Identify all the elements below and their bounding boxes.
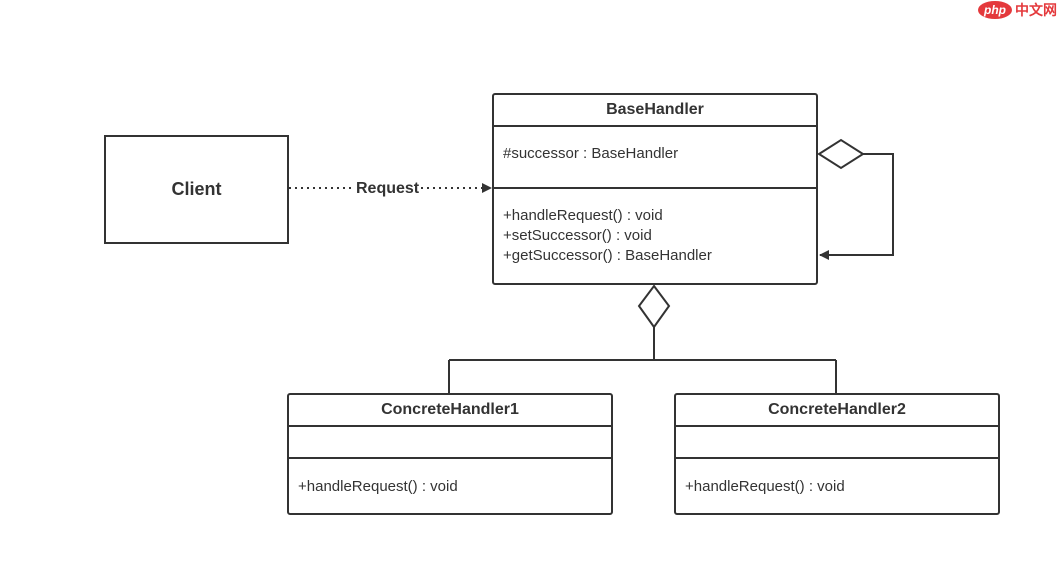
method-item: +handleRequest() : void xyxy=(298,478,458,495)
base-handler-name-section: BaseHandler xyxy=(494,95,816,125)
watermark-cn: 中文网 xyxy=(1015,2,1057,18)
request-label: Request xyxy=(354,179,422,199)
concrete-handler-1-methods-section: +handleRequest() : void xyxy=(289,457,611,513)
concrete-handler-1-attributes-section xyxy=(289,425,611,457)
method-item: +handleRequest() : void xyxy=(685,478,845,495)
successor-self-association-line xyxy=(819,153,894,260)
class-name: BaseHandler xyxy=(606,101,704,118)
child-aggregation-diamond xyxy=(637,284,671,329)
watermark-php: php xyxy=(978,1,1012,19)
method-item: +handleRequest() : void xyxy=(503,207,663,224)
concrete-handler-2-name-section: ConcreteHandler2 xyxy=(676,395,998,425)
self-aggregation-diamond xyxy=(817,138,865,170)
concrete-handler-2-methods-section: +handleRequest() : void xyxy=(676,457,998,513)
method-item: +getSuccessor() : BaseHandler xyxy=(503,247,712,264)
client-label: Client xyxy=(171,179,222,199)
client-box: Client xyxy=(104,135,289,244)
base-handler-methods-section: +handleRequest() : void +setSuccessor() … xyxy=(494,187,816,283)
watermark-logo: php 中文网 xyxy=(978,0,1057,20)
method-item: +setSuccessor() : void xyxy=(503,227,652,244)
class-name: ConcreteHandler2 xyxy=(768,401,906,418)
concrete-handler-1-class: ConcreteHandler1 +handleRequest() : void xyxy=(287,393,613,515)
base-handler-attributes-section: #successor : BaseHandler xyxy=(494,125,816,187)
concrete-handler-2-attributes-section xyxy=(676,425,998,457)
concrete-handler-1-name-section: ConcreteHandler1 xyxy=(289,395,611,425)
base-handler-class: BaseHandler #successor : BaseHandler +ha… xyxy=(492,93,818,285)
attribute-item: #successor : BaseHandler xyxy=(503,145,679,162)
concrete-handler-2-class: ConcreteHandler2 +handleRequest() : void xyxy=(674,393,1000,515)
class-name: ConcreteHandler1 xyxy=(381,401,519,418)
